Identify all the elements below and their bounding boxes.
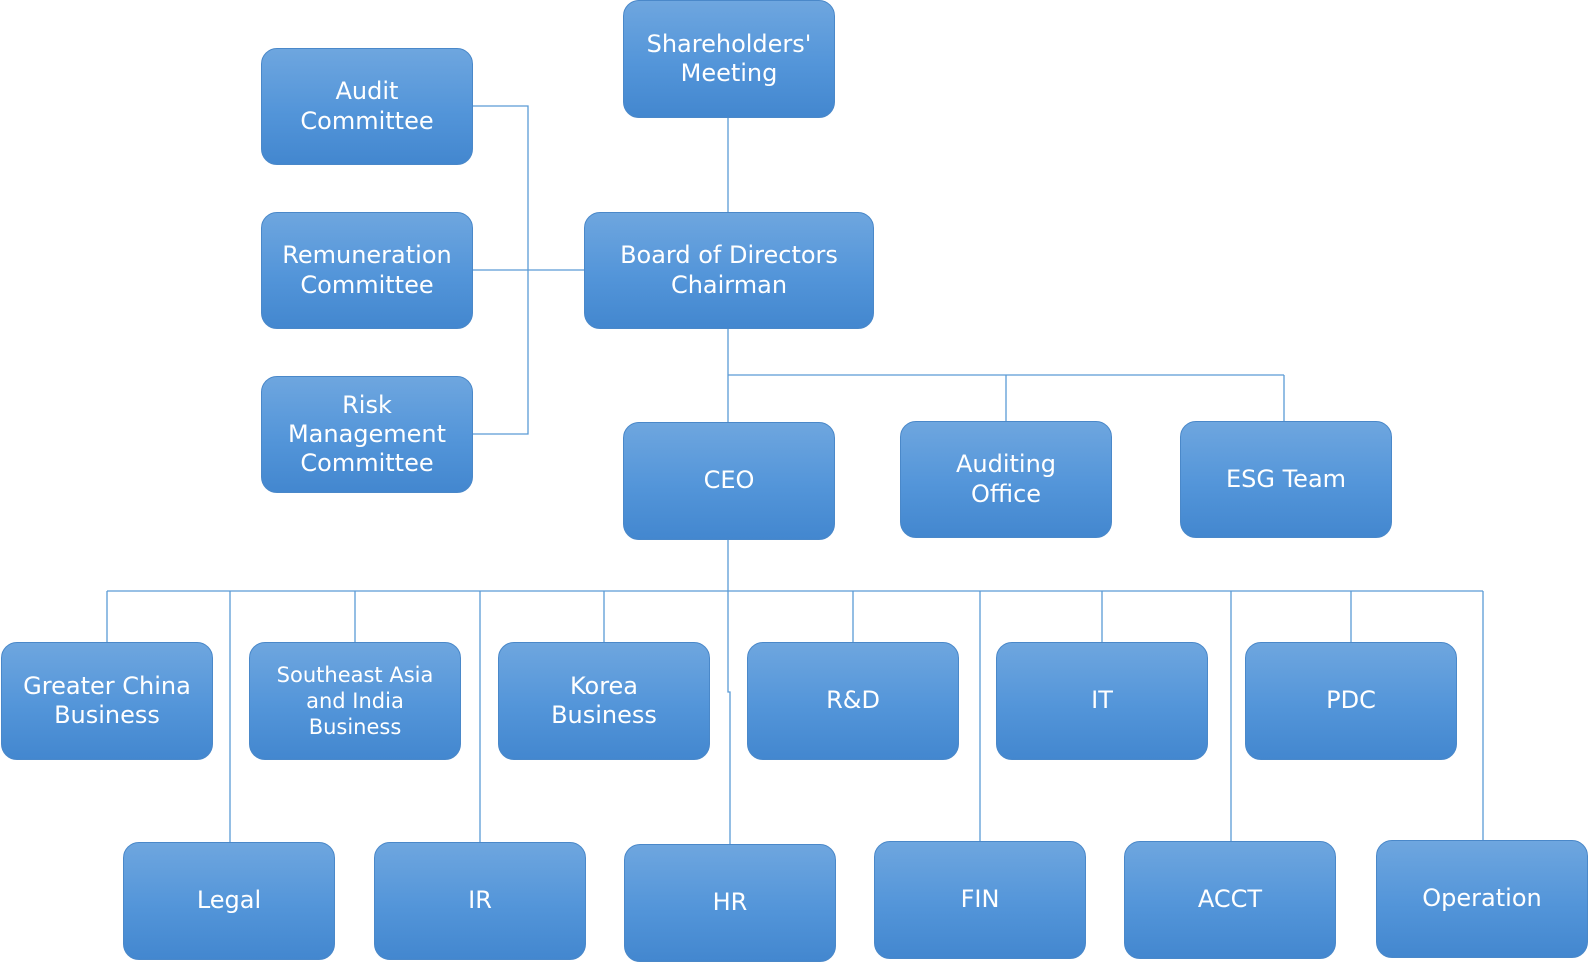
node-ir: IR (374, 842, 586, 960)
node-risk-management-committee: Risk Management Committee (261, 376, 473, 493)
node-it: IT (996, 642, 1208, 760)
node-southeast-asia-india-business: Southeast Asia and India Business (249, 642, 461, 760)
node-hr: HR (624, 844, 836, 962)
connector-hr (727, 591, 731, 844)
node-auditing-office: Auditing Office (900, 421, 1112, 538)
node-greater-china-business: Greater China Business (1, 642, 213, 760)
node-legal: Legal (123, 842, 335, 960)
node-board-of-directors: Board of Directors Chairman (584, 212, 874, 329)
node-acct: ACCT (1124, 841, 1336, 959)
node-remuneration-committee: Remuneration Committee (261, 212, 473, 329)
node-shareholders-meeting: Shareholders' Meeting (623, 0, 835, 118)
node-ceo: CEO (623, 422, 835, 540)
node-fin: FIN (874, 841, 1086, 959)
node-korea-business: Korea Business (498, 642, 710, 760)
node-pdc: PDC (1245, 642, 1457, 760)
node-esg-team: ESG Team (1180, 421, 1392, 538)
node-operation: Operation (1376, 840, 1588, 958)
node-rd: R&D (747, 642, 959, 760)
node-audit-committee: Audit Committee (261, 48, 473, 165)
